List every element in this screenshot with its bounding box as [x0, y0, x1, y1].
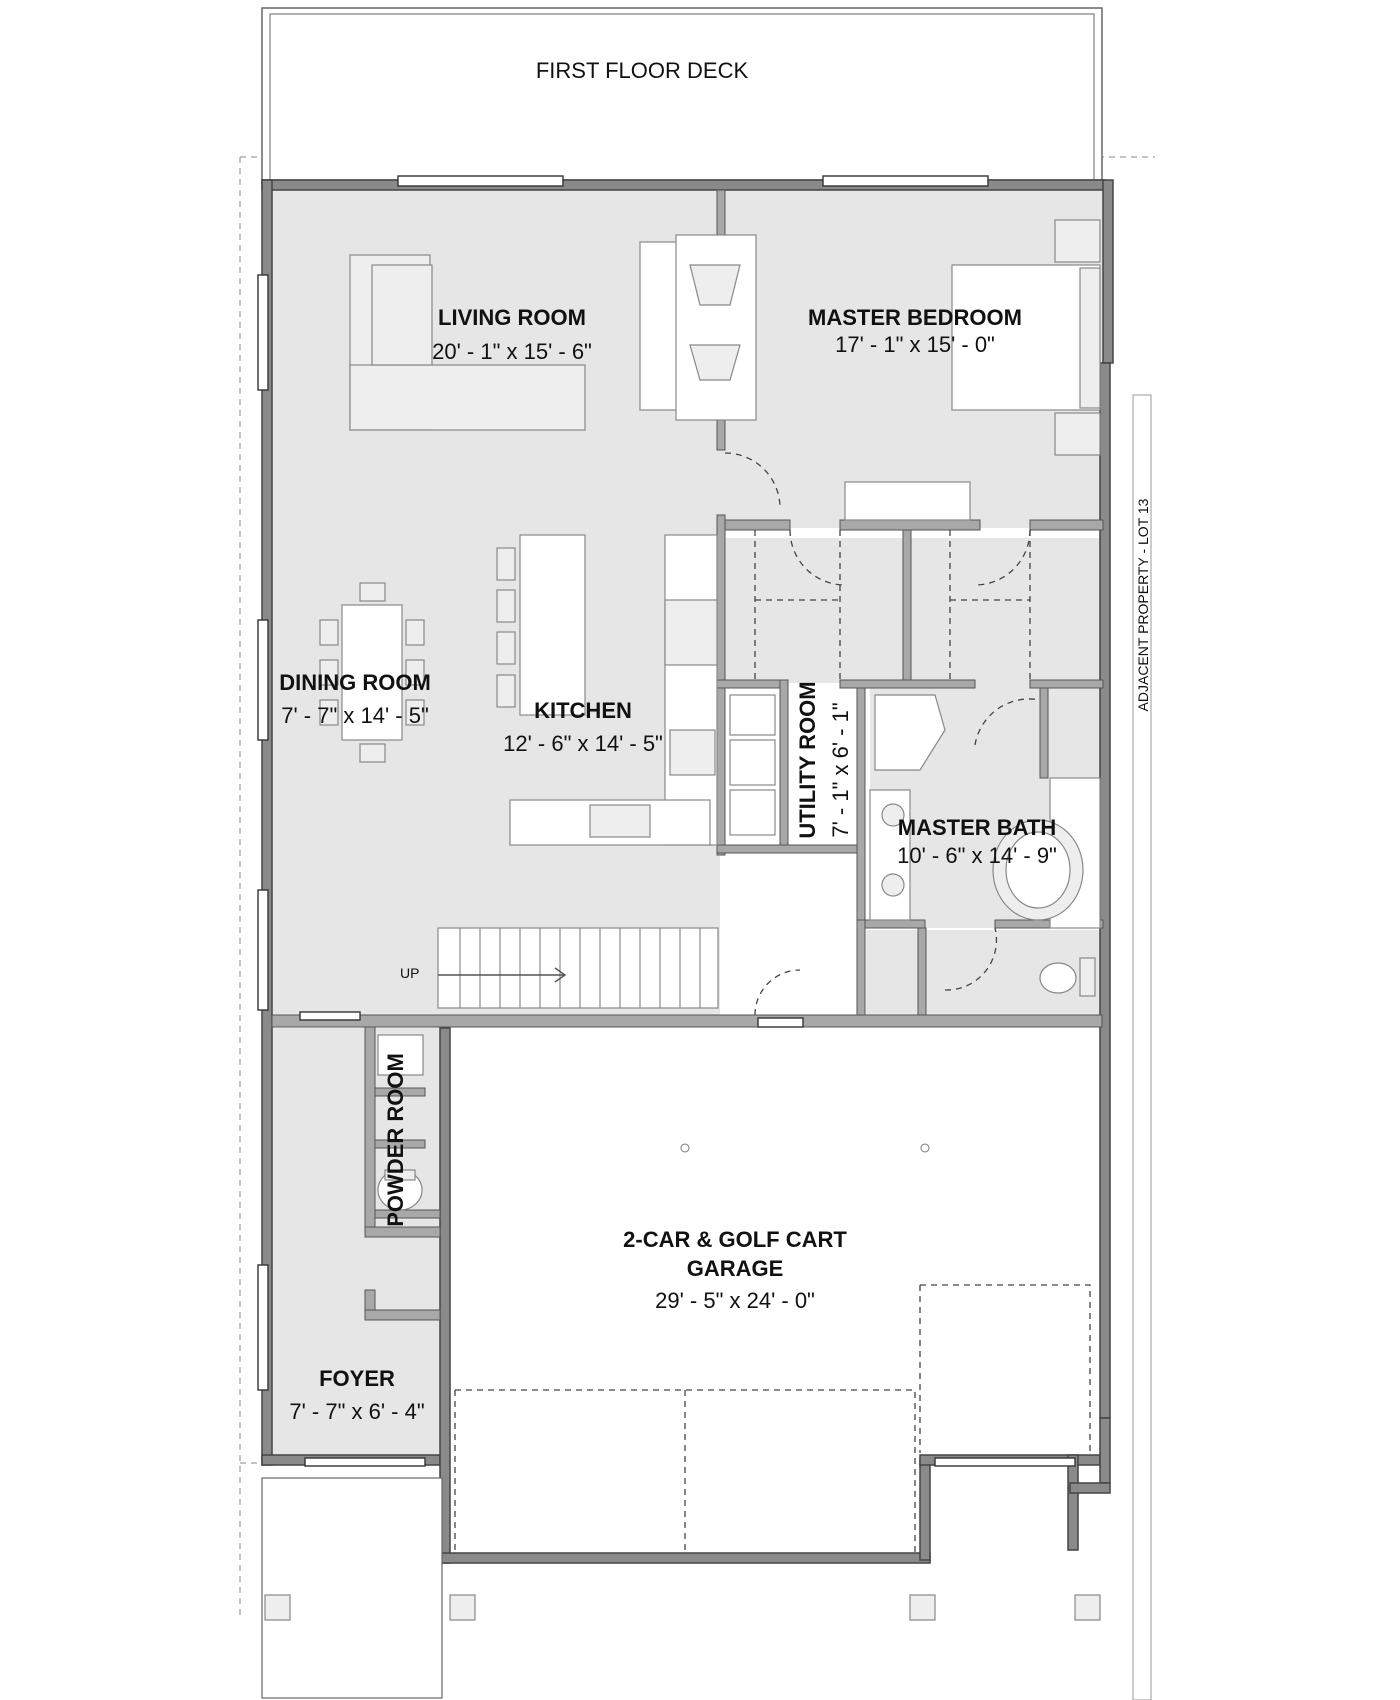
appliances-utility	[729, 694, 776, 836]
master-bath-dims: 10' - 6" x 14' - 9"	[897, 843, 1057, 868]
dining-room-dims: 7' - 7" x 14' - 5"	[281, 703, 429, 728]
deck-label: FIRST FLOOR DECK	[536, 58, 749, 83]
living-room-name: LIVING ROOM	[438, 305, 586, 330]
stairs-label: UP	[400, 965, 419, 981]
utility-room-name: UTILITY ROOM	[795, 681, 820, 838]
bed	[951, 219, 1101, 456]
first-floor-deck: FIRST FLOOR DECK	[261, 7, 1103, 181]
kitchen-name: KITCHEN	[534, 698, 632, 723]
bath-fixtures	[869, 694, 1101, 997]
master-bedroom-dims: 17' - 1" x 15' - 0"	[835, 332, 995, 357]
adjacent-label: ADJACENT PROPERTY - LOT 13	[1135, 498, 1151, 711]
kitchen-counters	[509, 534, 718, 846]
interior-walls	[271, 189, 1104, 1321]
garage-name-line2: GARAGE	[687, 1256, 784, 1281]
garage-dims: 29' - 5" x 24' - 0"	[655, 1288, 815, 1313]
fireplace	[639, 234, 757, 421]
dresser	[844, 481, 971, 521]
stairs: UP	[400, 927, 719, 1009]
sectional-sofa	[349, 254, 586, 431]
foyer-dims: 7' - 7" x 6' - 4"	[289, 1399, 424, 1424]
closets	[754, 530, 1031, 680]
powder-fixtures	[377, 1034, 424, 1211]
windows	[257, 175, 1076, 1467]
foyer-name: FOYER	[319, 1366, 395, 1391]
kitchen-dims: 12' - 6" x 14' - 5"	[503, 731, 663, 756]
utility-room-dims: 7' - 1" x 6' - 1"	[828, 702, 853, 837]
exterior-walls	[261, 179, 1114, 1564]
kitchen-island	[496, 534, 586, 716]
master-bedroom-name: MASTER BEDROOM	[808, 305, 1022, 330]
garage-doors	[454, 1143, 1091, 1553]
garage-floor	[450, 1028, 1100, 1555]
adjacent-property-strip: ADJACENT PROPERTY - LOT 13	[1132, 394, 1152, 1700]
room-labels: LIVING ROOM 20' - 1" x 15' - 6" MASTER B…	[279, 305, 1057, 1424]
front-porch	[261, 1477, 1101, 1699]
dining-table	[319, 582, 425, 763]
living-room-dims: 20' - 1" x 15' - 6"	[432, 339, 592, 364]
master-bath-name: MASTER BATH	[898, 815, 1056, 840]
powder-room-name: POWDER ROOM	[383, 1053, 408, 1227]
dining-room-name: DINING ROOM	[279, 670, 431, 695]
door-swings	[724, 452, 1041, 1016]
garage-name-line1: 2-CAR & GOLF CART	[623, 1227, 847, 1252]
